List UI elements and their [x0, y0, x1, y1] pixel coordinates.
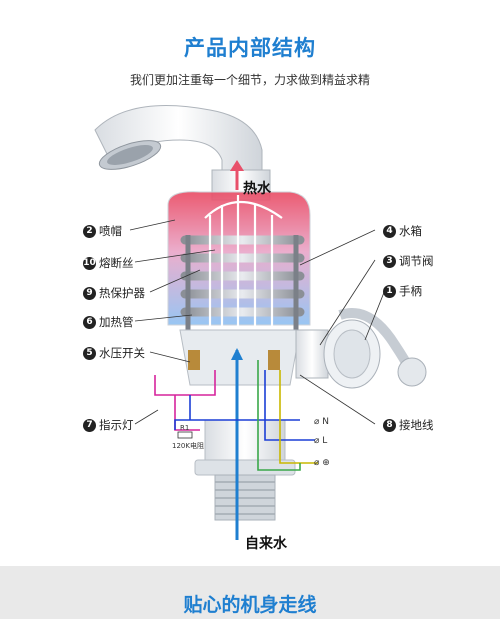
- valve-handle: [295, 308, 427, 389]
- page-subtitle: 我们更加注重每一个细节，力求做到精益求精: [129, 73, 370, 87]
- heating-coil: [180, 235, 305, 330]
- footer-title: 贴心的机身走线: [183, 594, 317, 616]
- tap-water-label: 自来水: [245, 536, 287, 552]
- spout: [94, 105, 263, 191]
- resistor: [177, 431, 193, 439]
- resistor-value: 120K电阻: [172, 442, 204, 450]
- heater-structure-diagram: [94, 105, 427, 540]
- wire-ground-label: ⌀ ⊕: [314, 458, 330, 468]
- resistor-label: R1: [180, 424, 190, 432]
- wire-l-label: ⌀ L: [314, 436, 328, 446]
- hot-water-label: 热水: [243, 181, 271, 197]
- wiring: [154, 360, 318, 471]
- leader-lines: [129, 219, 386, 425]
- footer-band: [0, 566, 500, 619]
- page-title: 产品内部结构: [184, 36, 316, 60]
- flow-arrows: [204, 195, 283, 330]
- wire-n-label: ⌀ N: [314, 417, 330, 427]
